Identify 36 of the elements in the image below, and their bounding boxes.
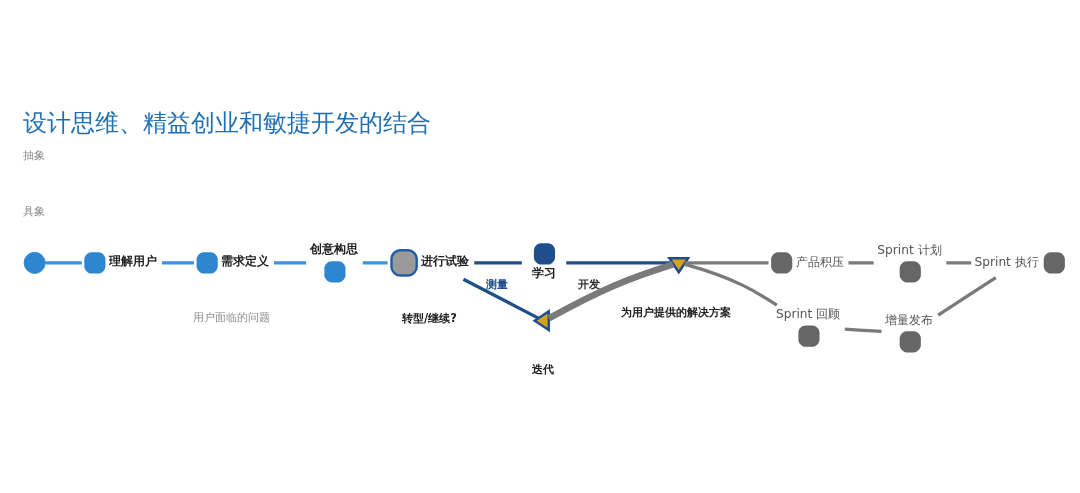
connector (844, 327, 882, 333)
label: 转型/继续? (402, 310, 457, 325)
connector (547, 260, 675, 321)
node-label: 需求定义 (221, 253, 270, 268)
label: 为用户提供的解决方案 (620, 304, 731, 319)
connector (946, 260, 972, 264)
node-label: Sprint 执行 (974, 254, 1039, 269)
connector (161, 260, 194, 264)
label: 用户面临的问题 (193, 309, 271, 324)
node-label: 理解用户 (108, 253, 157, 268)
connector (462, 277, 540, 320)
edge-label: 测量 (486, 276, 509, 291)
node-label: Sprint 计划 (877, 242, 942, 257)
node-label: 进行试验 (421, 253, 470, 268)
label: 具象 (22, 203, 45, 218)
connector (683, 262, 778, 307)
edge-label: 开发 (578, 276, 601, 291)
node-triangle (532, 308, 550, 332)
connector (362, 260, 388, 264)
node-triangle (667, 256, 691, 274)
connector (848, 260, 874, 264)
connector (566, 260, 673, 264)
node-label: 创意构思 (310, 241, 359, 256)
connector (937, 275, 997, 316)
connector (474, 260, 522, 264)
node-label: 增量发布 (885, 312, 934, 327)
node-circle (23, 251, 46, 274)
connector (685, 260, 769, 264)
connector (273, 260, 307, 264)
node-label: Sprint 回顾 (775, 306, 841, 321)
label: 抽象 (22, 147, 45, 162)
label: 迭代 (532, 361, 555, 376)
diagram-title: 设计思维、精益创业和敏捷开发的结合 (23, 107, 432, 137)
connector (45, 260, 82, 264)
node-label: 产品积压 (795, 254, 844, 269)
node-label: 学习 (531, 265, 556, 280)
